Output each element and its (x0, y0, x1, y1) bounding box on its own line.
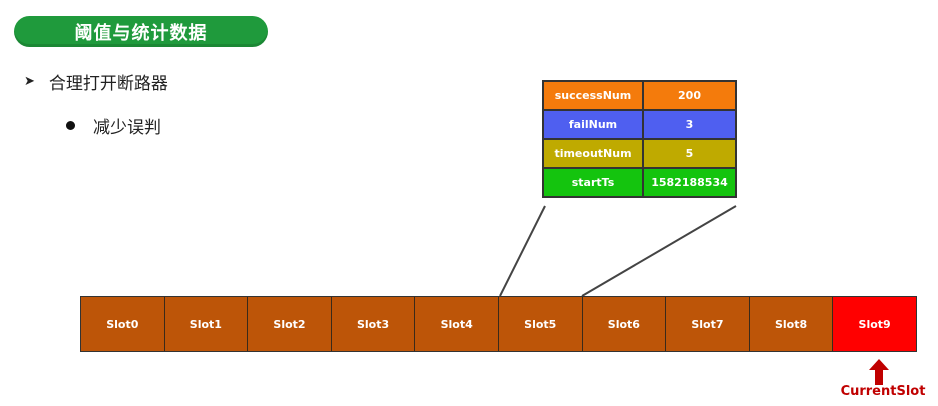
stats-value-fail: 3 (642, 109, 737, 140)
stats-row-start-ts: startTs 1582188534 (542, 167, 737, 198)
connector-line-right (581, 205, 737, 297)
slot-bar: Slot0 Slot1 Slot2 Slot3 Slot4 Slot5 Slot… (80, 296, 917, 352)
bullet-item-level1: ➤ 合理打开断路器 (24, 68, 168, 94)
slot-1: Slot1 (164, 297, 249, 351)
section-title-text: 阈值与统计数据 (74, 22, 208, 44)
bullet-text-open-breaker: 合理打开断路器 (48, 73, 168, 94)
stats-key-success: successNum (542, 80, 644, 111)
stats-row-fail: failNum 3 (542, 109, 737, 140)
stats-value-start-ts: 1582188534 (642, 167, 737, 198)
current-slot-arrow-icon (869, 359, 889, 385)
current-slot-label: CurrentSlot (840, 384, 926, 399)
stats-key-timeout: timeoutNum (542, 138, 644, 169)
slot-7: Slot7 (666, 297, 750, 351)
stats-key-start-ts: startTs (542, 167, 644, 198)
dot-bullet-icon (66, 120, 75, 130)
slot-6: Slot6 (582, 297, 667, 351)
stats-row-success: successNum 200 (542, 80, 737, 111)
stats-key-fail: failNum (542, 109, 644, 140)
connector-line-left (499, 205, 546, 297)
arrow-bullet-icon: ➤ (24, 73, 35, 89)
slot-5: Slot5 (498, 297, 583, 351)
slot-3: Slot3 (331, 297, 416, 351)
slot-2: Slot2 (248, 297, 332, 351)
bullet-item-level2: 减少误判 (66, 112, 161, 138)
stats-value-timeout: 5 (642, 138, 737, 169)
stats-value-success: 200 (642, 80, 737, 111)
slot-8: Slot8 (749, 297, 834, 351)
stats-table: successNum 200 failNum 3 timeoutNum 5 st… (542, 80, 737, 198)
stats-row-timeout: timeoutNum 5 (542, 138, 737, 169)
slot-9: Slot9 (833, 297, 916, 351)
slot-4: Slot4 (415, 297, 499, 351)
section-title: 阈值与统计数据 (14, 16, 268, 47)
bullet-text-reduce-misjudgment: 减少误判 (93, 117, 161, 138)
slot-0: Slot0 (81, 297, 165, 351)
